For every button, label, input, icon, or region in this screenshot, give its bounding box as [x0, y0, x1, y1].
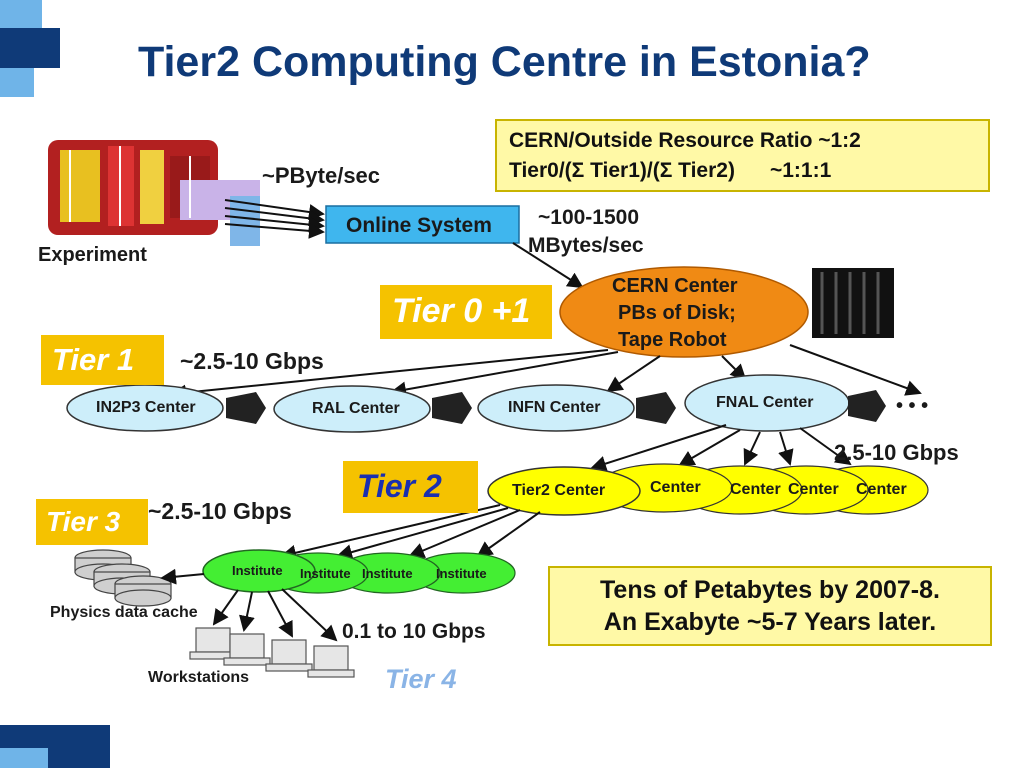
tier1-center-in2p3: IN2P3 Center [96, 399, 196, 416]
resource-ratio-box: CERN/Outside Resource Ratio ~1:2 Tier0/(… [495, 119, 990, 192]
tier3-rate-label: ~2.5-10 Gbps [148, 498, 292, 524]
tier1-server-icons [226, 390, 886, 424]
tier01-box [380, 285, 552, 339]
institute-label-2: Institute [300, 566, 351, 581]
mbytes-rate-line2: MBytes/sec [528, 234, 644, 257]
capacity-line2: An Exabyte ~5-7 Years later. [603, 608, 937, 636]
workstations-icon [189, 627, 355, 678]
cern-label-2: PBs of Disk; [618, 302, 736, 324]
tier2-center-main: Tier2 Center [512, 482, 606, 499]
data-cache-disks-icon [74, 549, 172, 607]
resource-ratio-line1: CERN/Outside Resource Ratio ~1:2 [509, 129, 861, 152]
capacity-line1: Tens of Petabytes by 2007-8. [600, 576, 940, 604]
institute-label-4: Institute [436, 566, 487, 581]
tier1-node-in2p3 [66, 384, 224, 432]
cern-center-node [559, 266, 809, 358]
tier1-center-infn: INFN Center [508, 399, 601, 416]
decor-strip-1 [0, 0, 42, 28]
more-centers-ellipsis: • • • [896, 395, 929, 417]
tier3-box [36, 499, 148, 545]
physics-cache-label: Physics data cache [50, 604, 198, 621]
decor-strip-3 [0, 68, 34, 97]
cern-server-graphic [812, 268, 894, 338]
tier2-center-3: Center [788, 481, 839, 498]
tier1-label: Tier 1 [52, 342, 135, 377]
decor-strip-5 [0, 748, 48, 768]
detector-graphic [48, 140, 260, 246]
tier2-box [343, 461, 478, 513]
tier01-label: Tier 0 +1 [392, 292, 531, 330]
tier1-node-infn [477, 384, 635, 432]
capacity-box: Tens of Petabytes by 2007-8. An Exabyte … [548, 566, 992, 646]
tier4-label: Tier 4 [385, 664, 457, 694]
tier2-label: Tier 2 [357, 468, 442, 504]
tier2-center-1: Center [650, 479, 701, 496]
pbyte-rate-label: ~PByte/sec [262, 163, 381, 188]
tier4-rate-label: 0.1 to 10 Gbps [342, 620, 486, 643]
cern-label-1: CERN Center [612, 275, 738, 297]
institute-label-main: Institute [232, 563, 283, 578]
tier1-center-fnal: FNAL Center [716, 394, 814, 411]
tier2-node-main [487, 466, 641, 516]
institute-node-main [202, 549, 316, 593]
online-system-label: Online System [346, 214, 492, 237]
decor-strip-2 [0, 28, 60, 68]
experiment-label: Experiment [38, 244, 147, 266]
tier1-node-ral [273, 385, 431, 433]
slide-title: Tier2 Computing Centre in Estonia? [138, 38, 871, 86]
tier1-center-ral: RAL Center [312, 400, 400, 417]
cern-label-3: Tape Robot [618, 329, 727, 351]
tier2-rate-label: 2.5-10 Gbps [834, 440, 959, 465]
mbytes-rate-line1: ~100-1500 [538, 206, 640, 229]
institute-label-3: Institute [362, 566, 413, 581]
tier3-label: Tier 3 [46, 506, 121, 537]
tier2-center-2: Center [730, 481, 781, 498]
resource-ratio-line2: Tier0/(Σ Tier1)/(Σ Tier2) ~1:1:1 [509, 159, 832, 182]
tier2-center-4: Center [856, 481, 907, 498]
tier1-rate-label: ~2.5-10 Gbps [180, 348, 324, 374]
workstations-label: Workstations [148, 669, 250, 686]
tier1-box [41, 335, 164, 385]
online-system-box [325, 205, 520, 244]
